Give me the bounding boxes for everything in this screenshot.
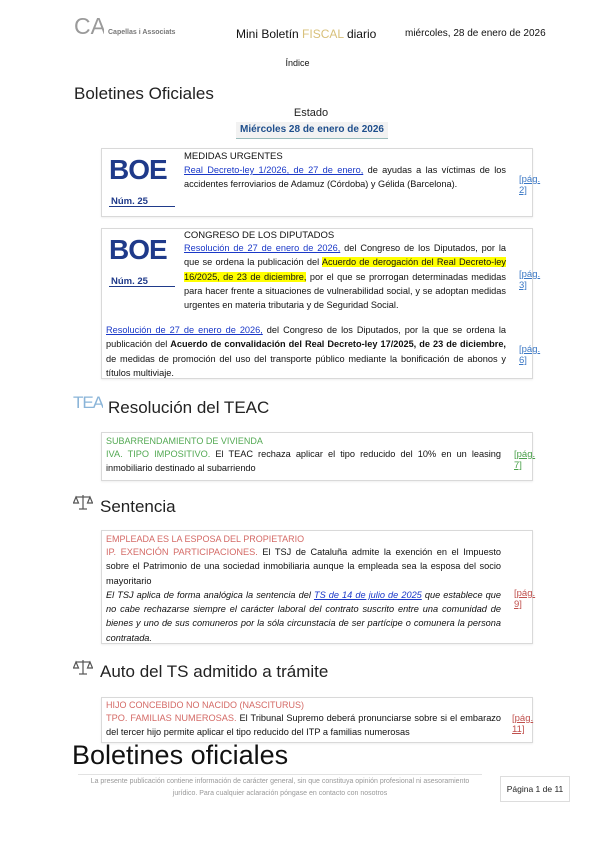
entry-text: de ayudas a las víctimas de los accident… xyxy=(184,165,506,190)
entry-text: El Tribunal Supremo deberá pronunciarse … xyxy=(106,713,502,738)
entry-text: El TEAC rechaza aplicar el tipo reducido… xyxy=(106,449,501,474)
entry-body: TPO. FAMILIAS NUMEROSAS. El Tribunal Sup… xyxy=(106,711,501,740)
teac-logo-text: TEA xyxy=(73,393,103,410)
title-highlight: FISCAL xyxy=(302,27,344,41)
boe-logo: BOE Núm. 25 xyxy=(109,154,175,214)
entry-category: HIJO CONCEBIDO NO NACIDO (NASCITURUS) xyxy=(106,700,305,710)
title-suffix: diario xyxy=(343,27,377,41)
boe-rule xyxy=(109,286,175,287)
entry-text: de medidas de promoción del uso del tran… xyxy=(106,353,506,378)
entry-text: El TSJ de Cataluña admite la exención en… xyxy=(106,547,501,586)
footer-page-number: Página 1 de 11 xyxy=(500,776,570,802)
auto-entry: HIJO CONCEBIDO NO NACIDO (NASCITURUS) TP… xyxy=(101,697,533,743)
page-link[interactable]: [pág. 9] xyxy=(514,588,536,610)
footer-divider xyxy=(78,774,482,775)
boletin-entry-1: BOE Núm. 25 MEDIDAS URGENTES Real Decret… xyxy=(101,148,540,217)
entry-lead: IP. EXENCIÓN PARTICIPACIONES. xyxy=(106,547,258,557)
entry-body: IVA. TIPO IMPOSITIVO. El TEAC rechaza ap… xyxy=(106,447,501,476)
entry-lead: IVA. TIPO IMPOSITIVO. xyxy=(106,449,211,459)
section-heading-boletines: Boletines Oficiales xyxy=(74,84,214,103)
boe-number: Núm. 25 xyxy=(111,276,148,287)
entry-text: del Congreso de los Diputados, por la qu… xyxy=(106,325,506,350)
entry-category: MEDIDAS URGENTES xyxy=(184,151,283,162)
entry-body: Resolución de 27 de enero de 2026, del C… xyxy=(106,323,506,380)
boletin-entry-2: BOE Núm. 25 CONGRESO DE LOS DIPUTADOS Re… xyxy=(101,228,540,380)
entry-italic: El TSJ aplica de forma analógica la sent… xyxy=(106,589,314,600)
header-date: miércoles, 28 de enero de 2026 xyxy=(405,28,546,39)
estado-label: Estado xyxy=(293,107,329,119)
entry-link[interactable]: TS de 14 de julio de 2025 xyxy=(313,589,422,600)
footer-disclaimer: La presente publicación contiene informa… xyxy=(90,778,470,797)
page-link[interactable]: [pág. 3] xyxy=(519,269,541,291)
entry-link[interactable]: Resolución de 27 de enero de 2026, xyxy=(184,243,341,253)
entry-body: IP. EXENCIÓN PARTICIPACIONES. El TSJ de … xyxy=(106,545,501,645)
boe-logo-text: BOE xyxy=(109,234,167,262)
scales-icon xyxy=(73,495,93,510)
boe-rule xyxy=(109,206,175,207)
teac-logo-icon: TEA xyxy=(73,393,103,410)
entry-text: por el que se prorrogan determinadas med… xyxy=(184,271,506,311)
section-heading-teac: Resolución del TEAC xyxy=(108,398,270,417)
company-name: Capellas i Associats xyxy=(108,29,176,36)
section-heading-sentencia: Sentencia xyxy=(100,497,176,516)
boe-logo-icon: BOE xyxy=(109,234,168,262)
title-prefix: Mini Boletín xyxy=(236,27,303,41)
entry-link[interactable]: Real Decreto-ley 1/2026, de 27 de enero, xyxy=(184,165,364,175)
entry-bold: Acuerdo de convalidación del Real Decret… xyxy=(170,339,506,350)
entry-body: Real Decreto-ley 1/2026, de 27 de enero,… xyxy=(184,163,506,192)
page-link[interactable]: [pág. 7] xyxy=(514,449,536,471)
entry-text: del Congreso de los Diputados, por la qu… xyxy=(184,243,506,268)
entry-lead: TPO. FAMILIAS NUMEROSAS. xyxy=(106,713,237,723)
entry-italic: que establece que no cabe rechazarse sie… xyxy=(106,589,502,643)
boe-date-bar: Miércoles 28 de enero de 2026 xyxy=(236,122,388,139)
index-link[interactable]: Índice xyxy=(285,58,310,68)
entry-link[interactable]: Resolución de 27 de enero de 2026, xyxy=(106,325,263,335)
bulletin-title: Mini Boletín FISCAL diario xyxy=(236,27,376,41)
boe-logo: BOE Núm. 25 xyxy=(109,234,175,294)
teac-entry: SUBARRENDAMIENTO DE VIVIENDA IVA. TIPO I… xyxy=(101,432,536,481)
page-link[interactable]: [pág. 2] xyxy=(519,174,541,196)
page-link[interactable]: [pág. 6] xyxy=(519,344,541,366)
boe-logo-text: BOE xyxy=(109,154,167,182)
logo-mark: CA xyxy=(74,13,104,37)
entry-body: Resolución de 27 de enero de 2026, del C… xyxy=(184,241,506,312)
scales-icon xyxy=(73,660,93,675)
boe-logo-icon: BOE xyxy=(109,154,168,182)
boe-number: Núm. 25 xyxy=(111,196,148,207)
entry-category: SUBARRENDAMIENTO DE VIVIENDA xyxy=(106,436,263,446)
company-logo-icon: CA xyxy=(74,13,104,37)
sentencia-entry: EMPLEADA ES LA ESPOSA DEL PROPIETARIO IP… xyxy=(101,530,536,645)
section-title-boletines-oficiales: Boletines oficiales xyxy=(72,740,289,770)
entry-category: CONGRESO DE LOS DIPUTADOS xyxy=(184,230,335,241)
section-heading-auto: Auto del TS admitido a trámite xyxy=(100,662,329,681)
entry-category: EMPLEADA ES LA ESPOSA DEL PROPIETARIO xyxy=(106,534,305,544)
page-link[interactable]: [pág. 11] xyxy=(512,713,534,735)
